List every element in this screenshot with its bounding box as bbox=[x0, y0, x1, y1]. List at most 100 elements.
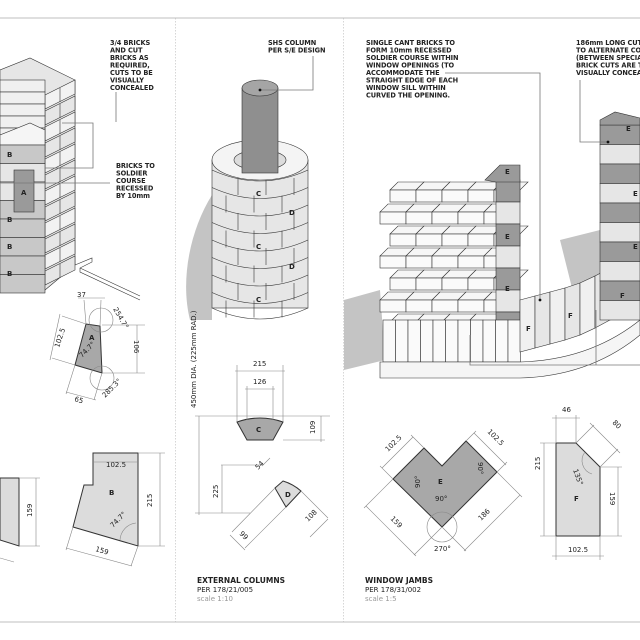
section-reference: PER 178/21/005 bbox=[197, 586, 253, 594]
pillar-brick bbox=[599, 163, 640, 184]
brick-label-f: F bbox=[526, 325, 531, 333]
soldier-brick bbox=[482, 319, 496, 363]
brick-face bbox=[379, 299, 407, 313]
brick-label-c: C bbox=[256, 296, 261, 304]
pillar-top bbox=[599, 111, 640, 126]
pillar-brick bbox=[599, 300, 640, 321]
dim-angle-center: 90° bbox=[435, 495, 447, 503]
dim-height: 215 bbox=[534, 457, 542, 470]
note-line: COURSE bbox=[116, 177, 146, 185]
brick-label-e: E bbox=[505, 233, 510, 241]
brick-e-plan: 102.5 102.5 90° E 90° 90° 159 186 270° bbox=[363, 428, 523, 557]
brick-face bbox=[379, 255, 407, 269]
shape-label: B bbox=[109, 489, 114, 497]
brick-label-b: B bbox=[7, 216, 12, 224]
dim-inner: 126 bbox=[253, 378, 267, 386]
brick-label-e: E bbox=[633, 190, 638, 198]
shape-label: E bbox=[438, 478, 443, 486]
dim-height: 159 bbox=[26, 504, 34, 517]
leader-lines bbox=[445, 72, 640, 366]
dim-height: 215 bbox=[146, 494, 154, 507]
dim-right-top: 102.5 bbox=[486, 428, 506, 448]
note-line: BRICKS AS bbox=[110, 54, 149, 62]
brick-label-e: E bbox=[505, 285, 510, 293]
isometric-brick-column bbox=[211, 79, 309, 320]
dim-top: 102.5 bbox=[106, 461, 126, 469]
cant-brick bbox=[579, 275, 596, 336]
brick-face bbox=[457, 255, 485, 269]
dim-bottom: 65 bbox=[73, 395, 84, 405]
wall-shadow bbox=[344, 230, 600, 370]
note-line: BRICK CUTS ARE TO bbox=[576, 62, 640, 70]
jamb-brick bbox=[495, 201, 521, 225]
brick-face bbox=[389, 277, 417, 291]
soldier-brick bbox=[457, 319, 471, 363]
jamb-brick bbox=[495, 179, 521, 203]
cap-brick bbox=[0, 122, 46, 146]
leader-lines bbox=[0, 92, 117, 184]
brick-face bbox=[441, 277, 469, 291]
note-line: AND CUT bbox=[110, 47, 143, 55]
brick-a-plan: A 37 254.7° 102.5 74.7° 106 65 285.3° bbox=[49, 291, 145, 405]
note-long-cut: 186mm LONG CUT TO ALTERNATE CO (BETWEEN … bbox=[576, 39, 640, 77]
brick-label-d: D bbox=[289, 263, 295, 271]
dim-right-bottom: 186 bbox=[477, 507, 492, 522]
dim-side: 159 bbox=[608, 492, 616, 505]
note-line: PER S/E DESIGN bbox=[268, 47, 325, 55]
note-line: VISUALLY bbox=[110, 77, 144, 85]
brick-f-plan: 46 80 215 135° F 159 102.5 bbox=[534, 406, 623, 560]
brick-label-b: B bbox=[7, 243, 12, 251]
course-line bbox=[211, 239, 309, 252]
brick-d-plan: D 54 225 108 99 bbox=[212, 457, 329, 551]
course-line bbox=[211, 292, 309, 304]
note-line: WINDOW SILL WITHIN bbox=[366, 84, 446, 92]
brick-face bbox=[441, 233, 469, 247]
brick-label-f: F bbox=[568, 312, 573, 320]
course-line bbox=[211, 257, 309, 269]
brick-b-plan: 102.5 B 74.7° 215 159 bbox=[65, 452, 165, 567]
brick-face bbox=[405, 211, 433, 225]
dim-outer: 215 bbox=[253, 360, 266, 368]
note-line: 3/4 BRICKS bbox=[110, 39, 150, 47]
jamb-top bbox=[484, 164, 521, 183]
note-line: SHS COLUMN bbox=[268, 39, 316, 47]
brick-face bbox=[467, 277, 495, 291]
brick-label-d: D bbox=[289, 209, 295, 217]
brick-label-e: E bbox=[505, 168, 510, 176]
soldier-brick bbox=[432, 319, 446, 363]
note-soldier: BRICKS TO SOLDIER COURSE RECESSED BY 10m… bbox=[116, 162, 155, 200]
note-line: CUTS TO BE bbox=[110, 69, 153, 77]
brick-face bbox=[441, 189, 469, 203]
brick-label-c: C bbox=[256, 190, 261, 198]
soldier-brick bbox=[470, 319, 484, 363]
pillar-brick bbox=[599, 144, 640, 165]
drum-body bbox=[211, 159, 309, 309]
jamb-brick bbox=[495, 289, 521, 313]
dim-side: 108 bbox=[304, 508, 319, 523]
note-cuts: 3/4 BRICKS AND CUT BRICKS AS REQUIRED, C… bbox=[110, 39, 154, 92]
note-line: BY 10mm bbox=[116, 192, 150, 200]
soldier-brick bbox=[395, 319, 409, 363]
pillar-brick bbox=[599, 124, 640, 145]
dim-height: 225 bbox=[212, 485, 220, 498]
pillar-brick bbox=[599, 202, 640, 223]
shape-label: A bbox=[89, 334, 95, 342]
brick-face bbox=[415, 277, 443, 291]
note-line: TO ALTERNATE CO bbox=[576, 47, 640, 55]
diameter-note: 450mm DIA. (225mm RAD.) bbox=[190, 310, 198, 408]
dim-angle-right: 90° bbox=[476, 462, 484, 474]
course-line bbox=[211, 204, 309, 217]
brick-face bbox=[467, 189, 495, 203]
note-line: BRICKS TO bbox=[116, 162, 155, 170]
dim-top: 54 bbox=[254, 459, 266, 471]
dim-angle-outer: 270° bbox=[434, 545, 451, 553]
note-line: FORM 10mm RECESSED bbox=[366, 47, 452, 55]
brick-label-c: C bbox=[256, 243, 261, 251]
soldier-brick bbox=[420, 319, 434, 363]
note-line: VISUALLY CONCEA bbox=[576, 69, 640, 77]
note-line: (BETWEEN SPECIAL bbox=[576, 54, 640, 62]
section-reference: PER 178/31/002 bbox=[365, 586, 421, 594]
cant-brick bbox=[534, 291, 551, 349]
section-scale: scale 1:5 bbox=[365, 595, 397, 603]
